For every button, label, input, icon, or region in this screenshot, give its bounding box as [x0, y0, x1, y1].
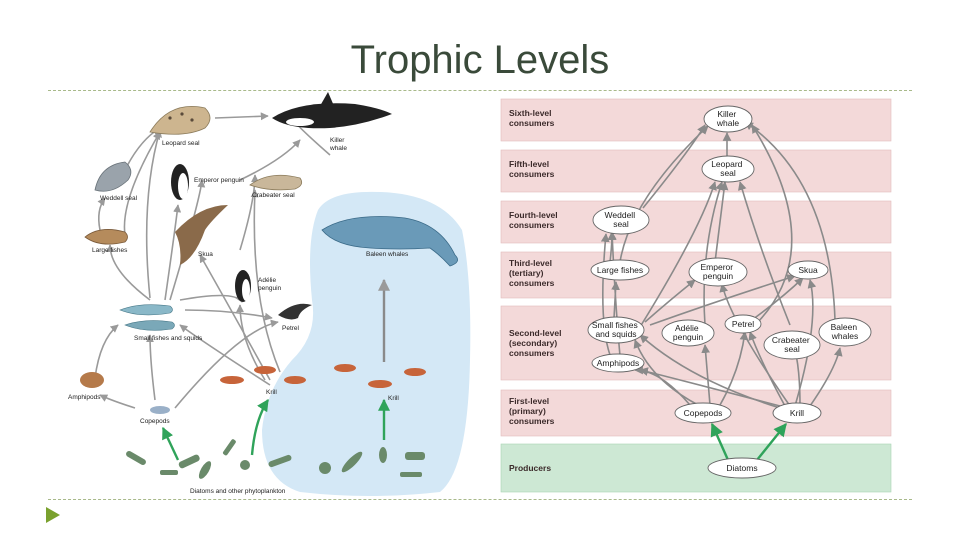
svg-text:Skua: Skua: [798, 265, 818, 275]
level-label-fourth: Fourth-level consumers: [509, 210, 560, 230]
node-small-fishes: Small fishes and squids: [587, 316, 645, 344]
node-diatoms: Diatoms: [707, 457, 777, 479]
node-copepods: Copepods: [674, 402, 732, 424]
svg-text:Large fishes: Large fishes: [597, 265, 643, 275]
node-leopard-seal: Leopard seal: [701, 155, 755, 183]
label-large-fishes: Large fishes: [92, 247, 128, 254]
svg-text:Killer whale: Killer whale: [716, 109, 739, 128]
svg-text:Adélie penguin: Adélie penguin: [673, 323, 704, 342]
band-fifth-level: [500, 149, 892, 193]
weddell-seal-illustration: [94, 161, 132, 192]
level-label-producers: Producers: [509, 463, 551, 473]
level-label-fifth: Fifth-level consumers: [509, 159, 555, 179]
bottom-divider: [48, 499, 912, 500]
krill-left-illustration: [220, 366, 306, 384]
label-copepods: Copepods: [140, 418, 170, 425]
band-producers: [500, 443, 892, 493]
label-killer-whale: Killer whale: [329, 137, 347, 152]
node-large-fishes: Large fishes: [590, 259, 650, 281]
play-triangle-icon[interactable]: [46, 507, 60, 523]
band-fourth-level: [500, 200, 892, 244]
level-label-first: First-level (primary) consumers: [509, 396, 555, 426]
baleen-water-region: [262, 191, 471, 496]
level-label-third: Third-level (tertiary) consumers: [509, 258, 555, 288]
svg-text:Diatoms: Diatoms: [726, 463, 757, 473]
crabeater-seal-illustration: [249, 174, 303, 191]
label-adelie-penguin: Adélie penguin: [258, 277, 282, 292]
adelie-penguin-illustration: [235, 270, 251, 302]
label-crabeater-seal: Crabeater seal: [252, 192, 295, 199]
leopard-seal-illustration: [149, 106, 211, 135]
large-fishes-illustration: [84, 229, 128, 245]
baleen-whale-illustration: [321, 216, 458, 267]
label-diatoms: Diatoms and other phytoplankton: [190, 488, 286, 495]
killer-whale-illustration: [272, 92, 392, 129]
svg-text:Leopard seal: Leopard seal: [711, 159, 745, 178]
node-krill: Krill: [772, 402, 822, 424]
emperor-penguin-illustration: [171, 164, 189, 200]
node-adelie-penguin: Adélie penguin: [661, 319, 715, 347]
label-leopard-seal: Leopard seal: [162, 140, 200, 147]
level-label-second: Second-level (secondary) consumers: [509, 328, 564, 358]
node-killer-whale: Killer whale: [703, 105, 753, 133]
petrel-illustration: [278, 303, 312, 320]
svg-text:Baleen whales: Baleen whales: [831, 322, 860, 341]
node-baleen-whales: Baleen whales: [818, 317, 872, 347]
copepods-illustration: [150, 406, 170, 414]
svg-text:Copepods: Copepods: [684, 408, 723, 418]
svg-text:Crabeater seal: Crabeater seal: [772, 335, 812, 354]
svg-text:Emperor penguin: Emperor penguin: [701, 262, 736, 281]
node-crabeater-seal: Crabeater seal: [763, 330, 821, 360]
krill-right-illustration: [334, 364, 426, 388]
svg-text:Small fishes and squids: Small fishes and squids: [592, 320, 640, 339]
label-krill-right: Krill: [388, 395, 399, 402]
svg-text:Amphipods: Amphipods: [597, 358, 640, 368]
label-weddell-seal: Weddell seal: [100, 195, 138, 202]
top-divider: [48, 90, 912, 91]
small-fishes-illustration: [119, 304, 175, 331]
svg-text:Weddell seal: Weddell seal: [605, 210, 638, 229]
label-emperor-penguin: Emperor penguin: [194, 177, 244, 184]
level-label-sixth: Sixth-level consumers: [509, 108, 555, 128]
slide-title: Trophic Levels: [350, 38, 610, 82]
label-petrel: Petrel: [282, 325, 300, 332]
node-emperor-penguin: Emperor penguin: [688, 257, 748, 287]
producer-arrows: [710, 422, 787, 461]
svg-text:Petrel: Petrel: [732, 319, 754, 329]
label-amphipods: Amphipods: [68, 394, 101, 401]
label-baleen-whales: Baleen whales: [366, 251, 409, 258]
node-petrel: Petrel: [724, 314, 762, 334]
band-sixth-level: [500, 98, 892, 142]
label-skua: Skua: [198, 251, 213, 258]
node-skua: Skua: [787, 260, 829, 280]
amphipods-illustration: [80, 372, 104, 388]
svg-text:Krill: Krill: [790, 408, 804, 418]
label-small-fishes: Small fishes and squids: [134, 335, 203, 342]
level-bands: [500, 98, 892, 493]
node-weddell-seal: Weddell seal: [592, 205, 650, 235]
phytoplankton-illustration: [126, 439, 425, 479]
skua-illustration: [175, 205, 228, 265]
node-amphipods: Amphipods: [591, 353, 645, 373]
label-krill-left: Krill: [266, 389, 277, 396]
